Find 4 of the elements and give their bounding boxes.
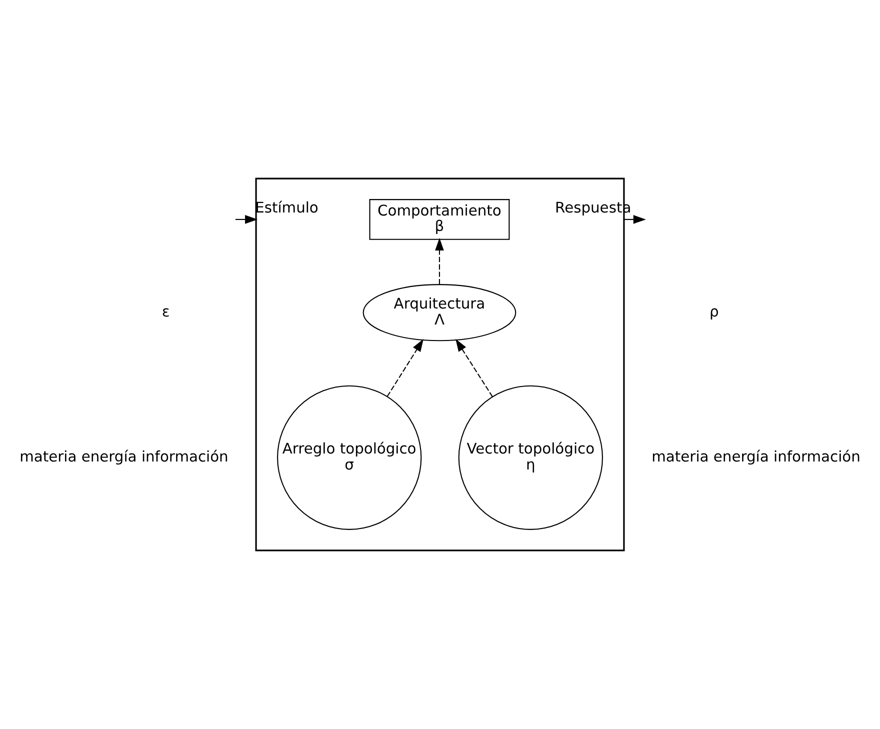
label: ε <box>162 303 170 320</box>
label: materia energía información <box>20 448 228 466</box>
label: materia energía información <box>652 448 860 466</box>
label: ρ <box>709 303 719 320</box>
